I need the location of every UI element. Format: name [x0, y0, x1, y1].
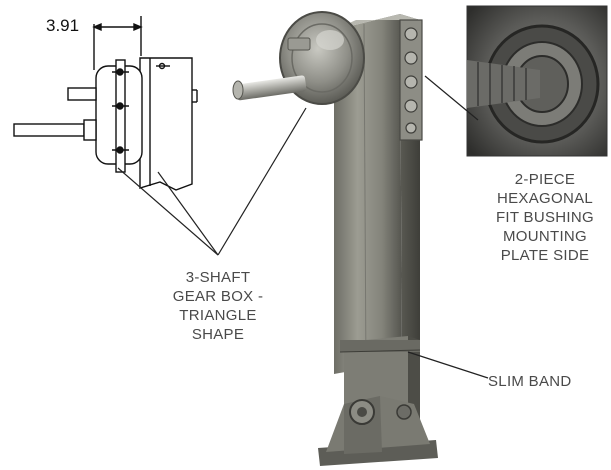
gearbox-callout-line-3: TRIANGLE	[179, 307, 257, 324]
landing-gear-photo	[232, 11, 438, 466]
bushing-callout-line-3: FIT BUSHING	[495, 209, 595, 226]
bushing-callout-line-4: MOUNTING	[502, 228, 588, 245]
dimension-label: 3.91	[46, 16, 80, 35]
leader-lines	[117, 75, 489, 379]
slim-band-callout: SLIM BAND	[488, 373, 572, 390]
gearbox-callout-line-2: GEAR BOX -	[172, 288, 264, 305]
gearbox-callout: 3-SHAFT GEAR BOX - TRIANGLE SHAPE	[148, 268, 288, 344]
bushing-inset-photo	[466, 5, 608, 157]
gearbox-line-drawing	[13, 16, 198, 191]
bushing-callout-line-1: 2-PIECE	[514, 171, 576, 188]
gearbox-callout-line-1: 3-SHAFT	[185, 269, 251, 286]
bushing-callout: 2-PIECE HEXAGONAL FIT BUSHING MOUNTING P…	[486, 170, 604, 265]
gearbox-callout-line-4: SHAPE	[191, 326, 245, 343]
bushing-callout-line-5: PLATE SIDE	[500, 247, 590, 264]
bushing-callout-line-2: HEXAGONAL	[496, 190, 594, 207]
